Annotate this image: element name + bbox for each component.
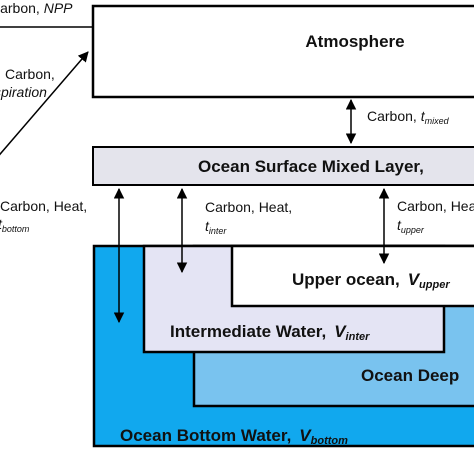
- intermediate-water-label-text: Intermediate Water,: [170, 322, 326, 341]
- mixed-flux-subscript: mixed: [425, 116, 450, 126]
- upper-flux-subscript: upper: [401, 225, 425, 235]
- bottom-flux-subscript: bottom: [2, 224, 30, 234]
- surface-mixed-layer-label: Ocean Surface Mixed Layer,: [198, 157, 424, 176]
- npp-flux-prefix: Carbon,: [0, 0, 44, 16]
- inter-flux-symbol: t: [205, 218, 210, 234]
- intermediate-volume-subscript: inter: [346, 331, 371, 343]
- inter-flux-label-line2: tinter: [205, 218, 227, 236]
- bottom-volume-subscript: bottom: [311, 435, 348, 447]
- upper-ocean-label: Upper ocean, Vupper: [292, 270, 450, 291]
- upper-flux-symbol: t: [397, 217, 402, 233]
- inter-flux-label-line1: Carbon, Heat,: [205, 199, 292, 215]
- upper-flux-label-line1: Carbon, Hea: [397, 198, 474, 214]
- upper-ocean-volume-symbol: V: [408, 270, 421, 289]
- bottom-volume-symbol: V: [299, 426, 312, 445]
- inter-flux-subscript: inter: [209, 226, 228, 236]
- respiration-flux-label-line1: Carbon,: [5, 66, 55, 82]
- npp-flux-term: NPP: [44, 0, 73, 16]
- upper-ocean-label-text: Upper ocean,: [292, 270, 400, 289]
- upper-ocean-volume-subscript: upper: [419, 279, 450, 291]
- bottom-flux-label-line2: tbottom: [0, 216, 30, 234]
- intermediate-water-label: Intermediate Water, Vinter: [170, 322, 370, 343]
- surface-mixed-layer-box: [92, 146, 474, 186]
- upper-ocean-box: [230, 244, 474, 308]
- npp-flux-label: Carbon, NPP: [0, 0, 73, 16]
- bottom-flux-label-line1: Carbon, Heat,: [0, 198, 87, 214]
- ocean-deep-label: Ocean Deep: [361, 366, 459, 385]
- ocean-bottom-water-label-text: Ocean Bottom Water,: [120, 426, 291, 445]
- atmosphere-label: Atmosphere: [305, 32, 404, 51]
- intermediate-volume-symbol: V: [334, 322, 347, 341]
- respiration-flux-label-line2: spiration: [0, 84, 47, 100]
- mixed-flux-label: Carbon, tmixed: [367, 108, 450, 126]
- bottom-flux-symbol: t: [0, 216, 3, 232]
- mixed-flux-prefix: Carbon,: [367, 108, 421, 124]
- mixed-flux-symbol: t: [421, 108, 426, 124]
- ocean-bottom-water-label: Ocean Bottom Water, Vbottom: [120, 426, 348, 447]
- atmosphere-box: [91, 4, 474, 99]
- respiration-flux-arrow: [0, 51, 89, 156]
- upper-flux-label-line2: tupper: [397, 217, 425, 235]
